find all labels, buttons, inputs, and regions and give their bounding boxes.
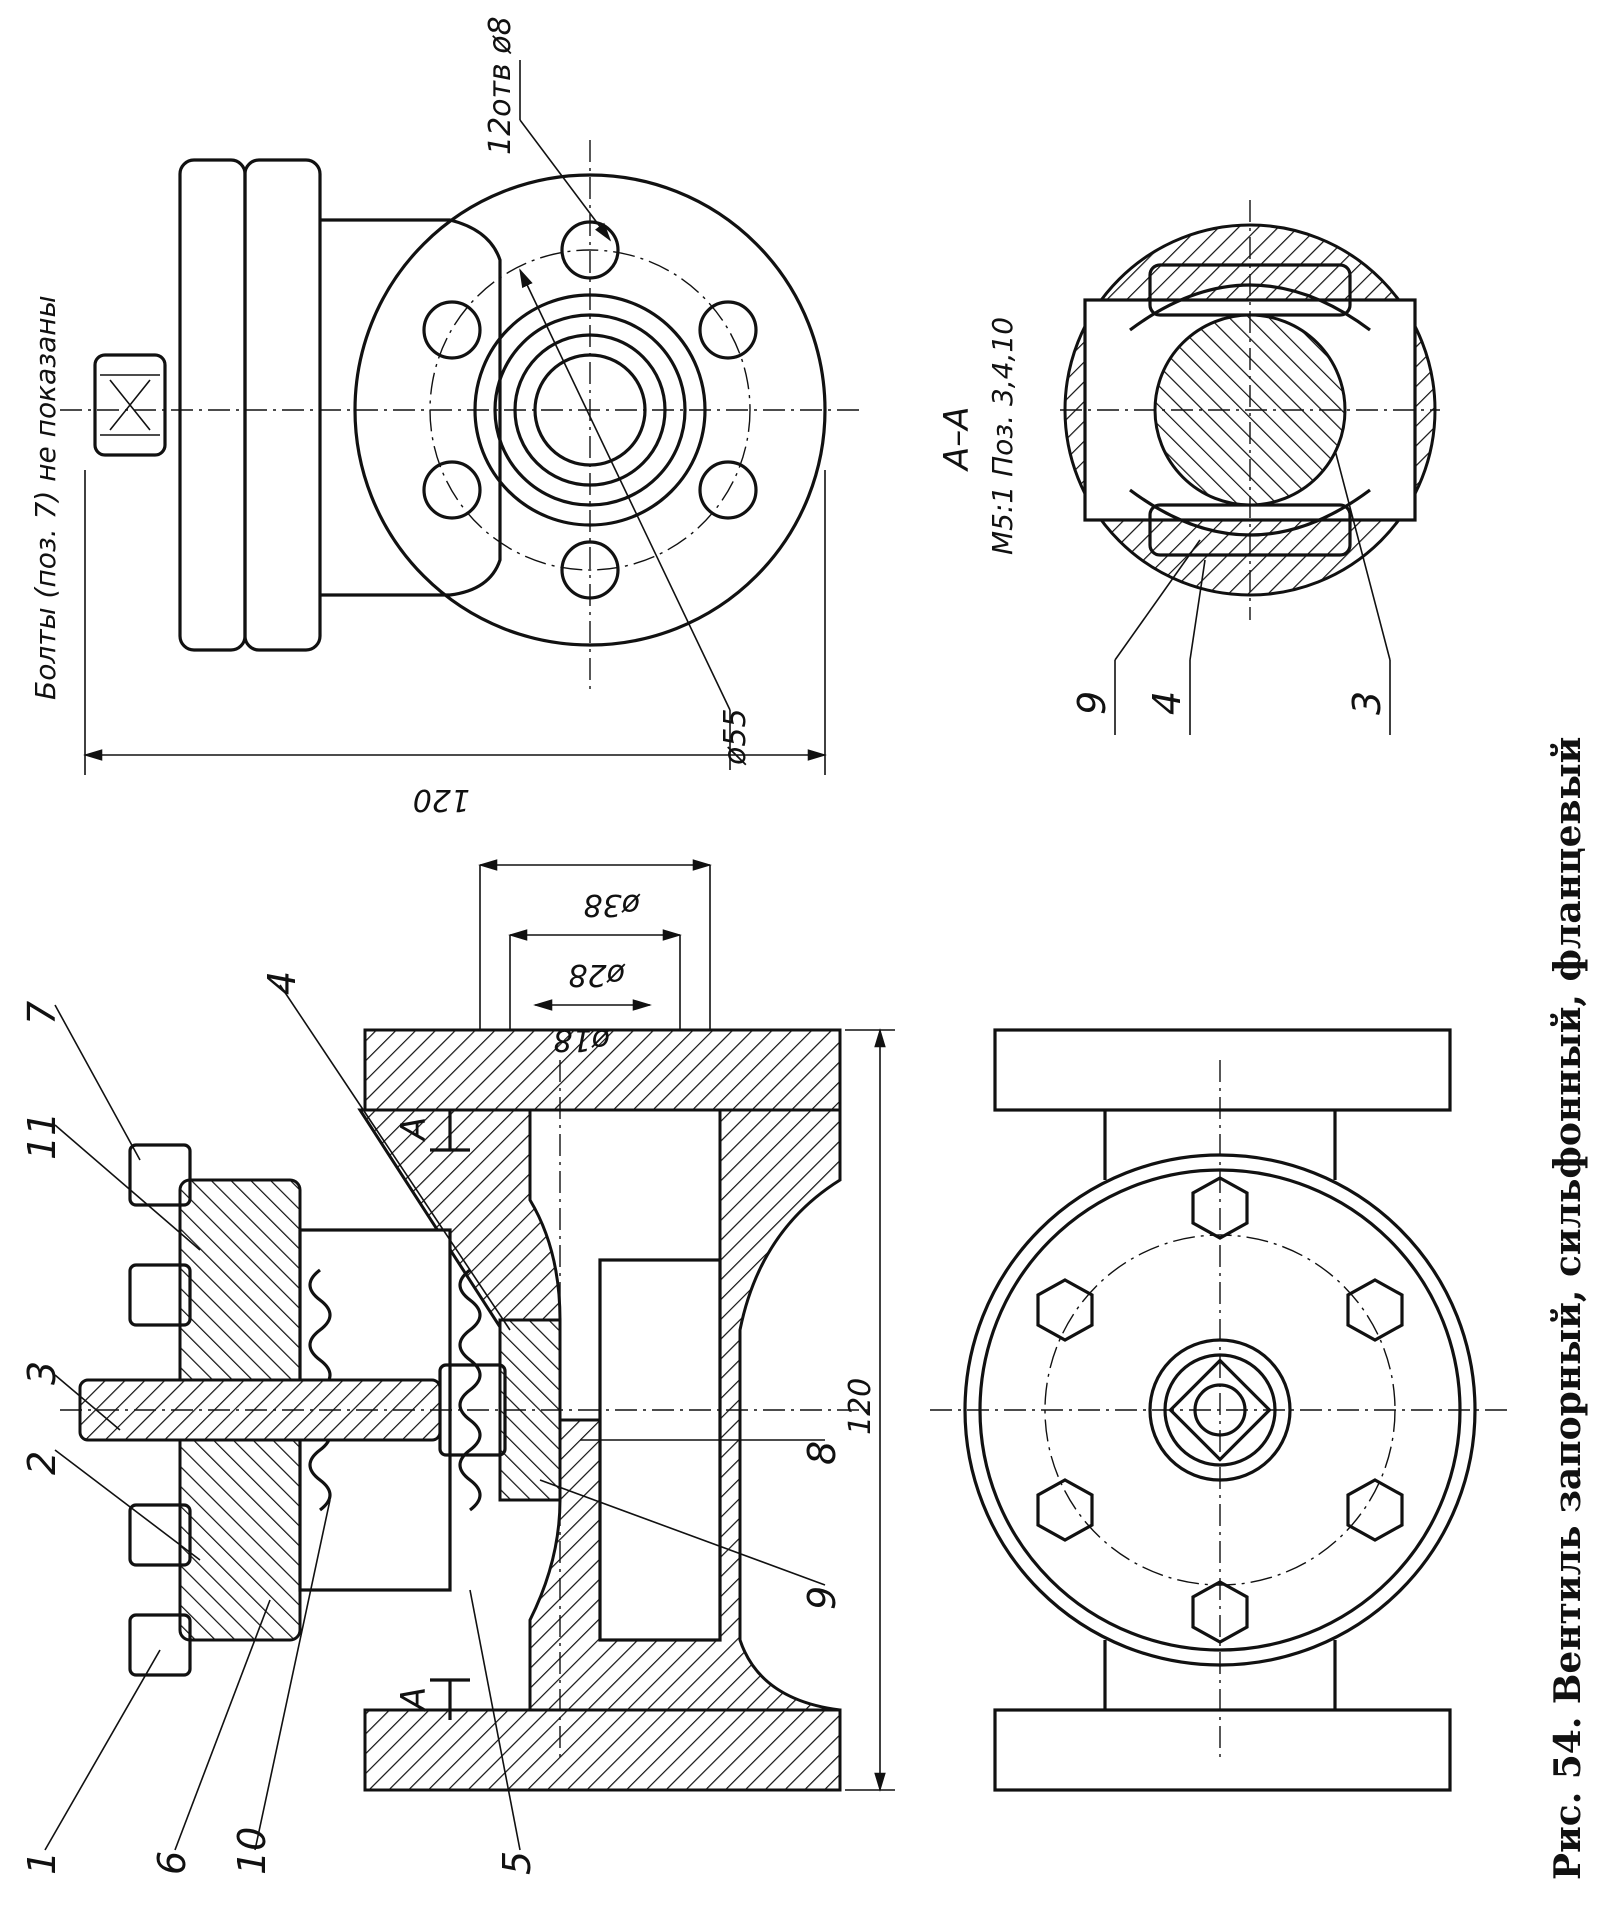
top-flange-left xyxy=(993,1708,1452,1792)
top-flange-right xyxy=(993,1028,1452,1112)
holes-dim: 12отв ø8 xyxy=(483,16,518,155)
dim-120-side: 120 xyxy=(413,782,470,817)
section-title: А–А xyxy=(937,406,977,472)
bonnet-plate-inner xyxy=(243,158,322,652)
part-label-10: 10 xyxy=(230,1827,274,1875)
bonnet-plate-outer xyxy=(178,158,247,652)
part-label-6: 6 xyxy=(150,1851,194,1875)
body-neck xyxy=(320,218,502,597)
section-mark-right: А xyxy=(394,1117,434,1142)
part-leaders xyxy=(44,984,826,1851)
part-label-3: 3 xyxy=(20,1361,64,1385)
bolts-note: Болты (поз. 7) не показаны xyxy=(29,295,62,700)
bonnet-bolts xyxy=(128,1143,192,1677)
flange-left xyxy=(363,1708,842,1792)
section-label-9: 9 xyxy=(1070,691,1114,715)
figure-caption: Рис. 54. Вентиль запорный, сильфонный, ф… xyxy=(1547,737,1589,1880)
flange-outer-circle xyxy=(353,173,827,647)
dim-18: ø18 xyxy=(553,1022,611,1057)
dim-55: ø55 xyxy=(718,708,753,766)
dim-28: ø28 xyxy=(568,957,626,992)
section-mark-left: А xyxy=(394,1687,434,1712)
section-label-4: 4 xyxy=(1145,691,1189,715)
stem-head xyxy=(93,353,167,457)
part-label-2: 2 xyxy=(20,1451,64,1475)
top-view xyxy=(930,1028,1510,1792)
end-view: Болты (поз. 7) не показаны ø55 xyxy=(29,16,860,817)
part-label-1: 1 xyxy=(20,1851,64,1875)
top-stem-square xyxy=(1168,1358,1272,1462)
part-label-4: 4 xyxy=(260,971,304,995)
part-label-11: 11 xyxy=(20,1112,64,1160)
section-label-3: 3 xyxy=(1345,691,1389,715)
dim-120-main: 120 xyxy=(843,1378,878,1435)
dim-38: ø38 xyxy=(583,887,641,922)
section-scale-note: М5:1 Поз. 3,4,10 xyxy=(986,317,1019,555)
part-label-5: 5 xyxy=(495,1851,539,1875)
flange-right xyxy=(363,1028,842,1112)
dim-55-leader xyxy=(519,268,731,711)
body-cavity xyxy=(598,1258,722,1642)
part-label-9: 9 xyxy=(800,1586,844,1610)
part-label-8: 8 xyxy=(800,1441,844,1465)
part-label-7: 7 xyxy=(20,1001,64,1025)
main-section: А А 120 ø38 ø28 ø18 xyxy=(20,859,895,1875)
section-a-a: А–А М5:1 Поз. 3,4,10 9 4 3 xyxy=(937,200,1440,735)
